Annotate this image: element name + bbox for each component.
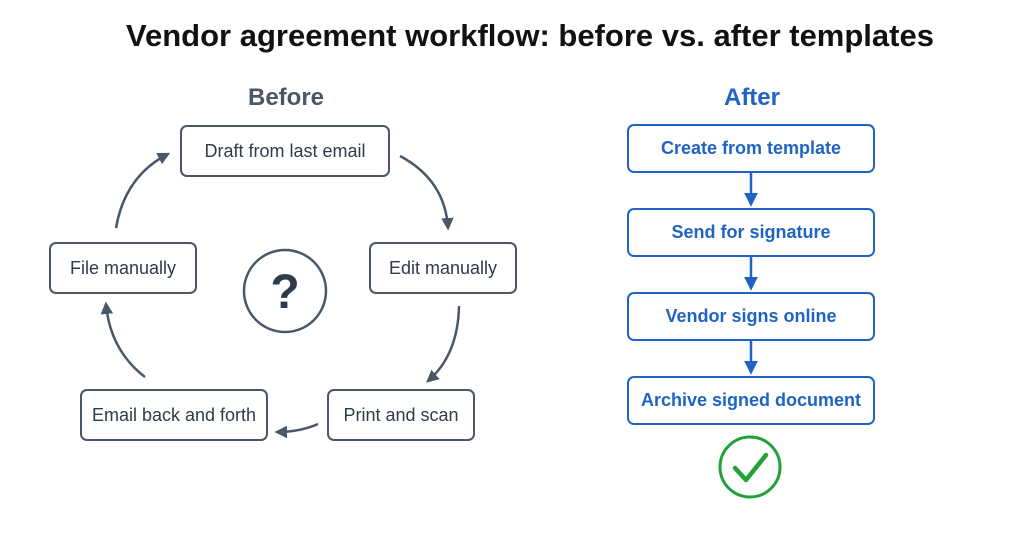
arrow-email-to-file xyxy=(100,301,146,378)
before-heading: Before xyxy=(247,84,325,111)
after-step-archive: Archive signed document xyxy=(627,376,875,425)
after-step-vendor-signs: Vendor signs online xyxy=(627,292,875,341)
question-mark-icon: ? xyxy=(242,248,328,334)
before-step-draft: Draft from last email xyxy=(180,125,390,177)
after-heading: After xyxy=(723,84,780,111)
before-step-edit: Edit manually xyxy=(369,242,517,294)
after-step-send: Send for signature xyxy=(627,208,875,257)
diagram-title: Vendor agreement workflow: before vs. af… xyxy=(126,18,934,53)
after-step-create: Create from template xyxy=(627,124,875,173)
arrow-file-to-draft xyxy=(114,152,171,229)
before-step-email: Email back and forth xyxy=(80,389,268,441)
checkmark-circle-icon xyxy=(718,435,782,499)
arrow-edit-to-print xyxy=(426,305,461,383)
before-step-print: Print and scan xyxy=(327,389,475,441)
question-mark-symbol: ? xyxy=(270,266,299,319)
arrow-print-to-email xyxy=(274,422,319,439)
before-step-file: File manually xyxy=(49,242,197,294)
arrow-draft-to-edit xyxy=(399,154,454,231)
